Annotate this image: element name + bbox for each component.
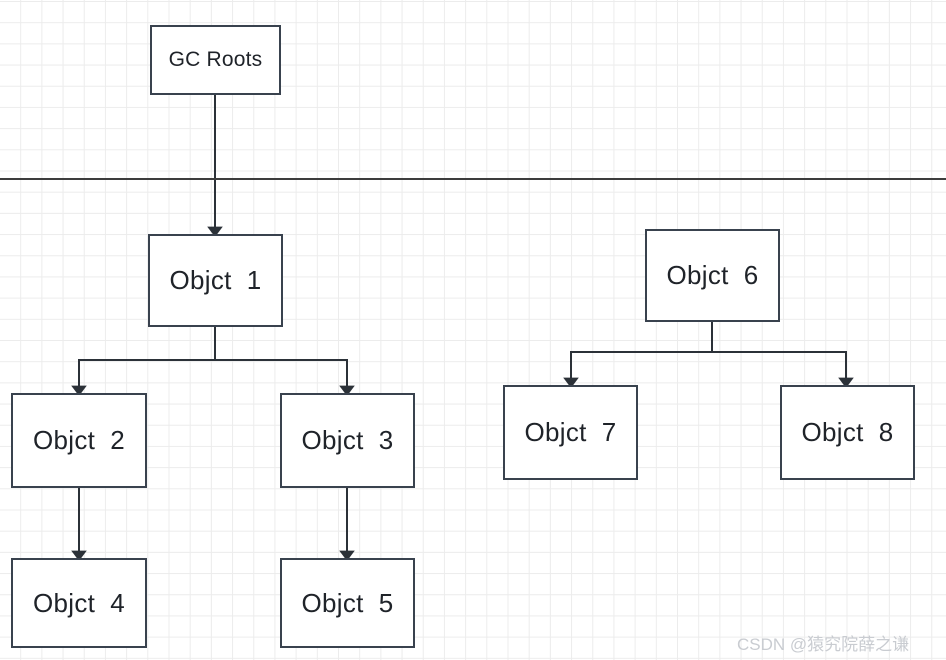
edge-objct1-objct2 — [71, 327, 216, 396]
node-label-objct-2: Objct 2 — [33, 425, 125, 456]
node-objct-3[interactable]: Objct 3 — [280, 393, 415, 488]
watermark-text: CSDN @猿究院薛之谦 — [737, 635, 910, 654]
heap-boundary-line — [0, 178, 946, 180]
node-label-objct-1: Objct 1 — [169, 265, 262, 296]
edge-objct6-objct8 — [711, 322, 854, 388]
node-label-gc-roots: GC Roots — [168, 48, 263, 72]
node-objct-5[interactable]: Objct 5 — [280, 558, 415, 648]
node-label-objct-3: Objct 3 — [301, 425, 394, 456]
node-label-objct-6: Objct 6 — [666, 260, 759, 291]
node-label-objct-7: Objct 7 — [524, 417, 617, 448]
node-objct-2[interactable]: Objct 2 — [11, 393, 147, 488]
node-label-objct-8: Objct 8 — [801, 417, 894, 448]
edge-objct1-objct3 — [214, 327, 355, 396]
node-objct-8[interactable]: Objct 8 — [780, 385, 915, 480]
node-label-objct-5: Objct 5 — [301, 587, 394, 618]
node-objct-1[interactable]: Objct 1 — [148, 234, 283, 327]
node-objct-6[interactable]: Objct 6 — [645, 229, 780, 322]
node-objct-7[interactable]: Objct 7 — [503, 385, 638, 480]
node-objct-4[interactable]: Objct 4 — [11, 558, 147, 648]
node-gc-roots[interactable]: GC Roots — [150, 25, 281, 95]
edge-objct6-objct7 — [563, 322, 713, 388]
node-label-objct-4: Objct 4 — [33, 587, 125, 618]
